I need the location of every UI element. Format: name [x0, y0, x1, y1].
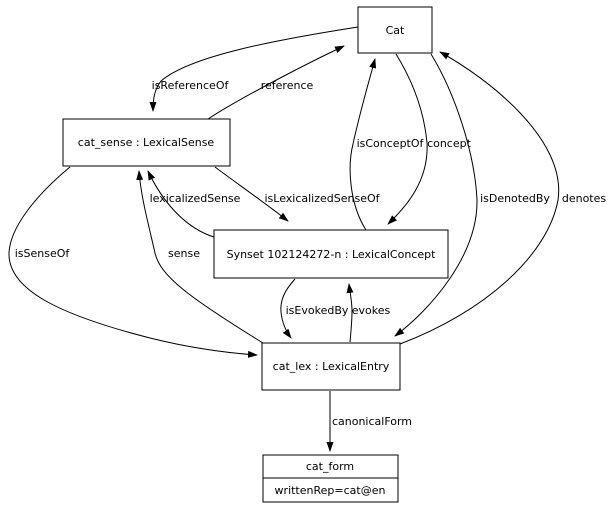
- edge-concept: [387, 53, 428, 225]
- node-cat-form-title: cat_form: [306, 460, 354, 473]
- edge-evokes: [346, 283, 354, 343]
- edge-isConceptOf: [349, 58, 377, 231]
- edge-label-denotes: denotes: [562, 192, 607, 205]
- node-cat-lex-box: [261, 342, 401, 391]
- edge-label-isConceptOf: isConceptOf: [357, 137, 425, 150]
- edge-label-concept: concept: [427, 137, 472, 150]
- node-cat-form-written-rep: writtenRep=cat@en: [275, 484, 386, 497]
- edge-isDenotedBy: [394, 53, 478, 337]
- edge-label-reference: reference: [261, 79, 314, 92]
- edge-label-isEvokedBy: isEvokedBy: [286, 304, 349, 317]
- edge-isEvokedBy: [280, 278, 296, 339]
- node-cat-sense-box: [62, 118, 231, 167]
- edge-label-lexicalizedSense: lexicalizedSense: [150, 192, 241, 205]
- node-cat-form: cat_form writtenRep=cat@en: [262, 454, 399, 503]
- node-cat-label: Cat: [386, 24, 405, 37]
- node-cat-lex: cat_lex : LexicalEntry: [261, 342, 401, 391]
- edge-label-isLexicalizedSenseOf: isLexicalizedSenseOf: [264, 192, 380, 205]
- edge-sense: [136, 170, 264, 344]
- edge-isLexicalizedSenseOf: [214, 166, 289, 222]
- node-cat-lex-label: cat_lex : LexicalEntry: [273, 360, 390, 373]
- node-cat-box: [357, 6, 433, 54]
- edge-label-isSenseOf: isSenseOf: [15, 247, 71, 260]
- edge-label-isDenotedBy: isDenotedBy: [480, 192, 550, 205]
- node-synset-box: [213, 229, 449, 279]
- edge-label-evokes: evokes: [352, 304, 391, 317]
- node-cat-sense-label: cat_sense : LexicalSense: [78, 136, 215, 149]
- edge-isReferenceOf: [149, 26, 359, 112]
- edge-reference: [207, 45, 345, 120]
- edge-denotes: [399, 51, 560, 345]
- node-cat: Cat: [357, 6, 433, 54]
- node-synset-label: Synset 102124272-n : LexicalConcept: [227, 248, 436, 261]
- node-cat-sense: cat_sense : LexicalSense: [62, 118, 231, 167]
- edge-label-sense: sense: [168, 247, 200, 260]
- edge-lexicalizedSense: [147, 170, 215, 238]
- edge-label-canonicalForm: canonicalForm: [332, 415, 412, 428]
- edge-label-isReferenceOf: isReferenceOf: [152, 79, 230, 92]
- edge-isSenseOf: [8, 166, 258, 358]
- node-synset: Synset 102124272-n : LexicalConcept: [213, 229, 449, 279]
